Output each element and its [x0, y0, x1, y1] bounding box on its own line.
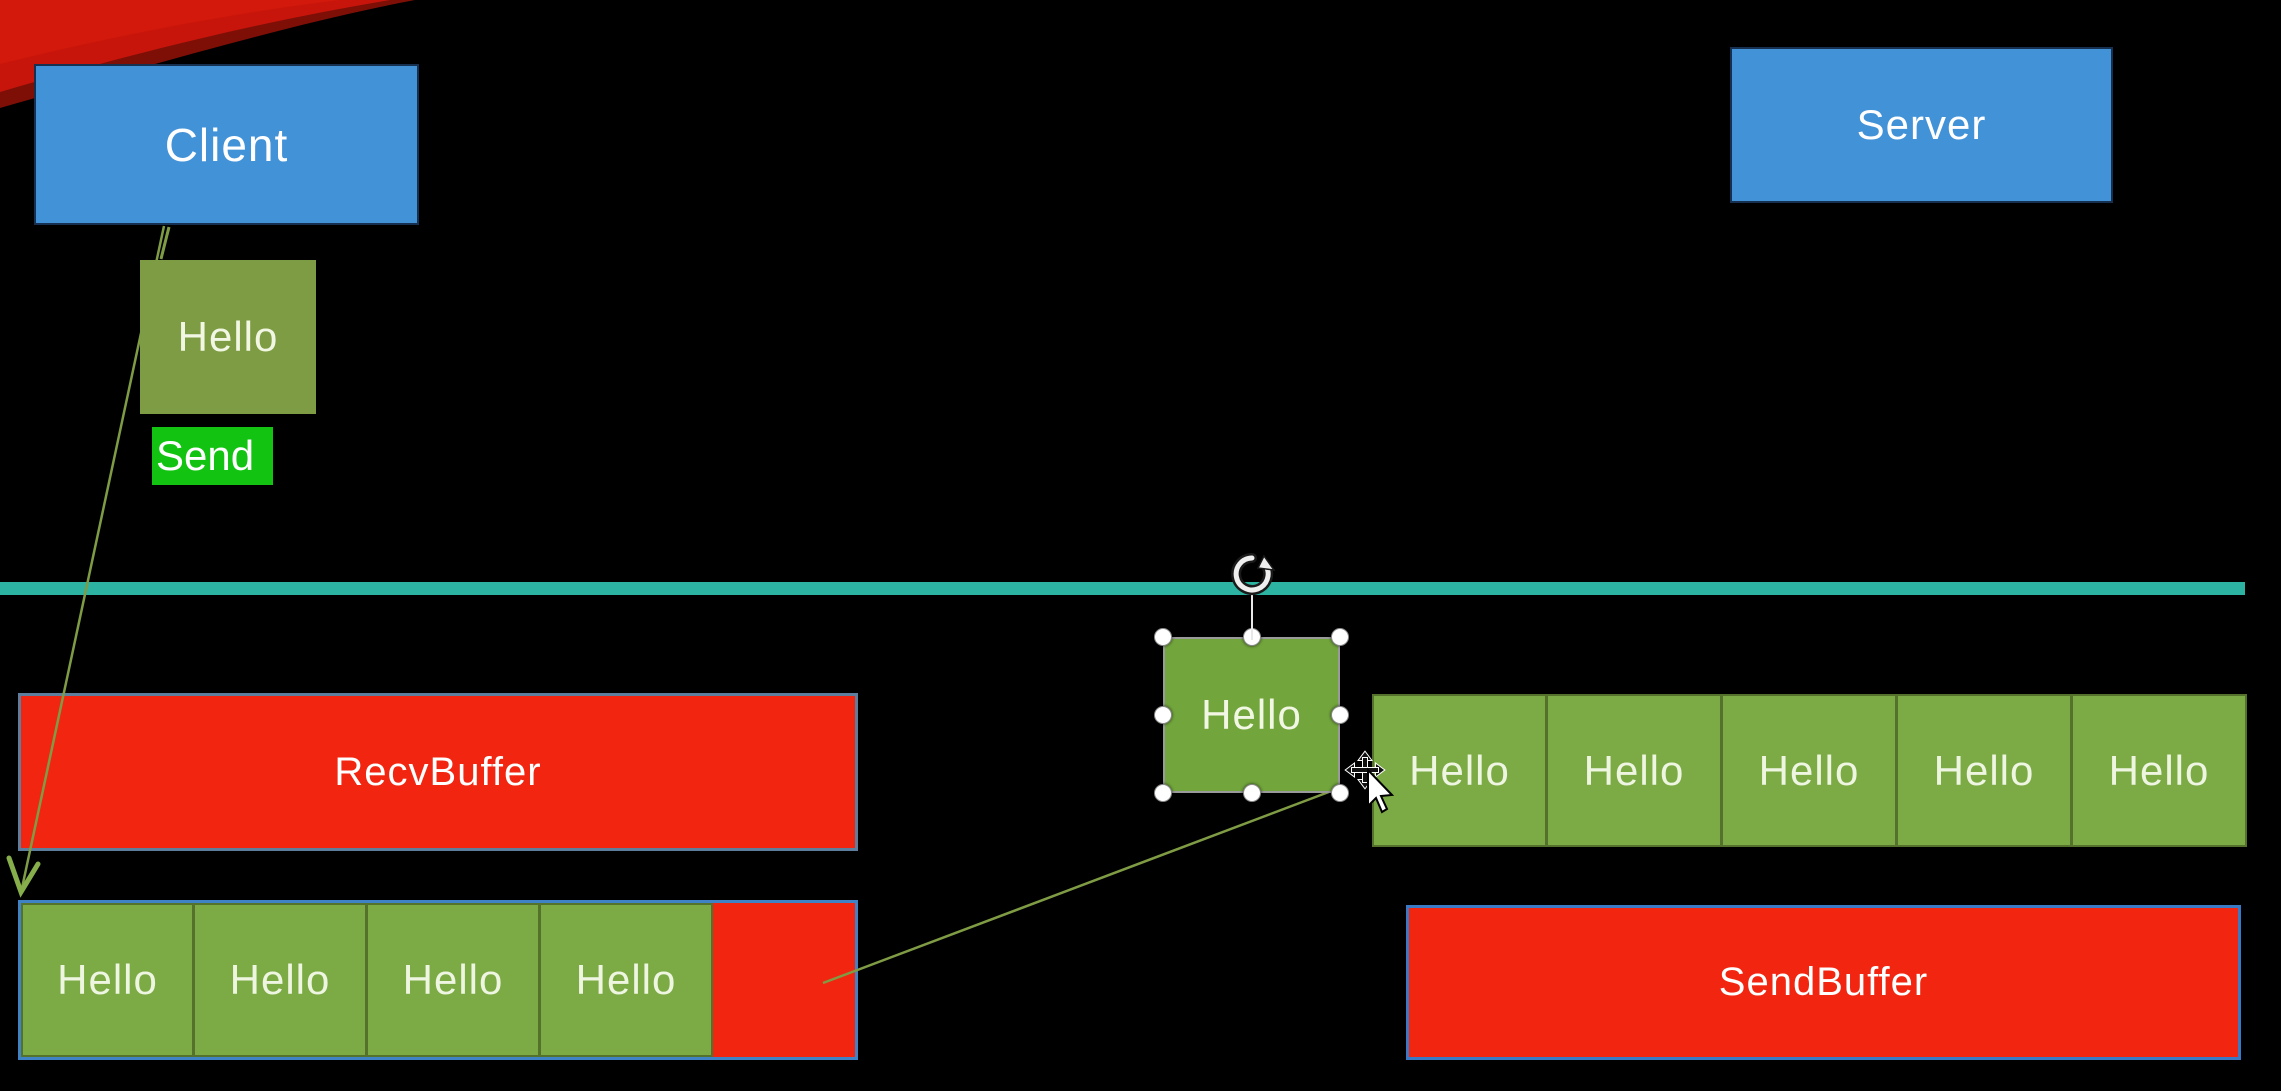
selection-handle-e[interactable] — [1331, 706, 1349, 724]
send-cell-label: Hello — [1583, 746, 1685, 794]
client-label: Client — [164, 118, 289, 171]
recv-cell[interactable]: Hello — [540, 903, 713, 1057]
send-cell[interactable]: Hello — [1372, 694, 1547, 847]
recv-cell[interactable]: Hello — [21, 903, 194, 1057]
recv-buffer[interactable]: RecvBuffer — [18, 693, 858, 851]
selection-handle-se[interactable] — [1331, 784, 1349, 802]
send-cell-label: Hello — [2108, 746, 2210, 794]
server-label: Server — [1856, 101, 1987, 148]
recv-cell-label: Hello — [229, 956, 331, 1003]
recv-cell[interactable]: Hello — [367, 903, 540, 1057]
connector-selected-hello-to-recv-slot[interactable] — [822, 788, 1335, 985]
send-cell[interactable]: Hello — [1897, 694, 2072, 847]
recv-buffer-label: RecvBuffer — [334, 749, 542, 794]
send-cell[interactable]: Hello — [1547, 694, 1722, 847]
selection-handle-ne[interactable] — [1331, 628, 1349, 646]
send-buffer-label: SendBuffer — [1718, 960, 1929, 1004]
recv-cell-label: Hello — [575, 956, 677, 1003]
selection-handle-w[interactable] — [1154, 706, 1172, 724]
send-buffer-cells-row[interactable]: Hello Hello Hello Hello Hello — [1372, 694, 2247, 847]
send-cell[interactable]: Hello — [1722, 694, 1897, 847]
server-node[interactable]: Server — [1730, 47, 2113, 203]
send-cell-label: Hello — [1758, 746, 1860, 794]
client-hello-label: Hello — [177, 313, 279, 360]
send-cell[interactable]: Hello — [2072, 694, 2247, 847]
recv-cell-label: Hello — [402, 956, 504, 1003]
selection-handle-nw[interactable] — [1154, 628, 1172, 646]
selection-handle-n[interactable] — [1243, 628, 1261, 646]
recv-cell-label: Hello — [57, 956, 158, 1003]
client-hello-message[interactable]: Hello — [140, 260, 316, 414]
selected-hello-label: Hello — [1201, 691, 1302, 738]
send-cell-label: Hello — [1409, 746, 1510, 794]
client-node[interactable]: Client — [34, 64, 419, 225]
arrowhead-recv-row — [6, 855, 41, 898]
recv-buffer-cells-row[interactable]: Hello Hello Hello Hello — [18, 900, 858, 1060]
send-buffer[interactable]: SendBuffer — [1406, 905, 2241, 1060]
send-label-text: Send — [156, 432, 255, 479]
selection-handle-sw[interactable] — [1154, 784, 1172, 802]
recv-empty-slot[interactable] — [713, 903, 855, 1057]
selection-handle-s[interactable] — [1243, 784, 1261, 802]
timeline-divider[interactable] — [0, 582, 2245, 595]
recv-cell[interactable]: Hello — [194, 903, 367, 1057]
selected-hello-shape[interactable]: Hello — [1163, 637, 1340, 793]
send-cell-label: Hello — [1933, 746, 2035, 794]
send-action-label[interactable]: Send — [152, 427, 273, 485]
connector-client-to-hello[interactable] — [159, 226, 171, 260]
